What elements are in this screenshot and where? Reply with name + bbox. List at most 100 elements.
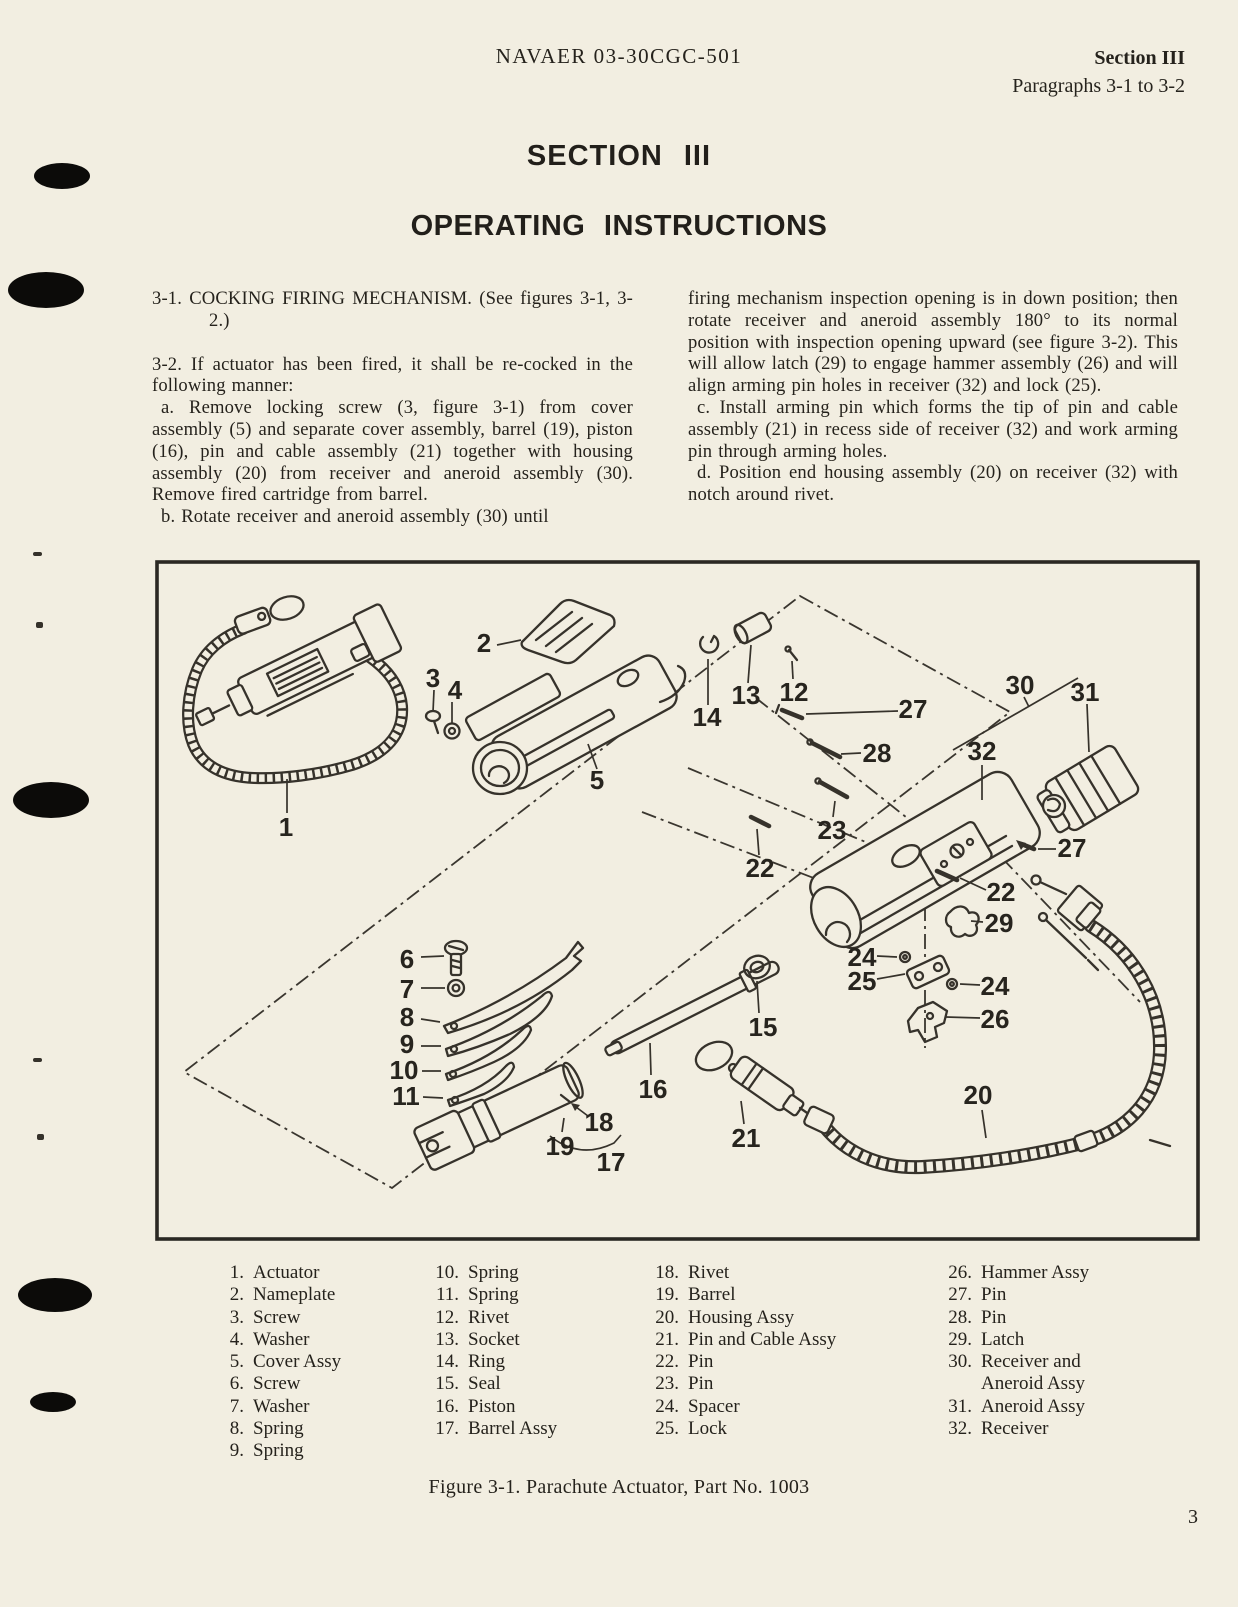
part-number: 13. [435,1328,459,1350]
part-name: Pin [688,1351,714,1373]
callout-14: 14 [693,702,722,732]
callout-20: 20 [964,1080,993,1110]
callout-8: 8 [400,1002,414,1032]
callout-22-right: 22 [987,877,1016,907]
part-number: 6. [229,1373,244,1395]
text-column-right: firing mechanism inspection opening is i… [688,288,1178,506]
parts-list-item: 14.Ring [425,1351,557,1373]
part-name: Screw [253,1306,301,1328]
part-name: Washer [253,1395,310,1417]
scan-speck [37,1134,44,1140]
part-name: Spacer [688,1395,740,1417]
parts-list-item: 1.Actuator [210,1262,341,1284]
pin-22-right-drawing [934,868,960,883]
text-column-left: 3-1. COCKING FIRING MECHANISM. (See figu… [152,288,633,528]
section-title: SECTION III [526,140,712,172]
callout-3: 3 [426,663,440,693]
parts-list-item: 21. Pin and Cable Assy [645,1329,878,1351]
part-name: Aneroid Assy [981,1395,1085,1417]
part-number: 16. [435,1395,459,1417]
housing-assy-drawing [803,874,1172,1175]
part-name: Barrel Assy [468,1418,558,1440]
part-name: Pin [981,1306,1007,1328]
part-name: Rivet [688,1262,730,1283]
parts-list-column-4: 26.Hammer Assy 27.Pin 28.Pin 29.Latch 30… [938,1262,1113,1440]
part-number: 10. [435,1262,459,1283]
callout-17: 17 [597,1147,626,1177]
part-name: Spring [253,1440,304,1462]
callout-leaders [286,639,1090,1139]
parts-list-column-3: 18.Rivet 19.Barrel 20.Housing Assy 21.Pi… [645,1262,878,1440]
figure-frame [155,560,1200,1241]
parts-list-item: 28.Pin [938,1307,1113,1329]
part-name: Ring [468,1351,505,1373]
part-number: 7. [229,1395,244,1417]
spacer-24-right-drawing [945,977,959,991]
part-name: Latch [981,1328,1025,1350]
latch-29-drawing [944,905,980,938]
callout-25: 25 [848,966,877,996]
callout-28: 28 [863,738,892,768]
punch-hole-mark [18,1278,92,1312]
parts-list-item: 30.Receiver and Aneroid Assy [938,1351,1113,1396]
seal-drawing [743,954,771,980]
callout-30: 30 [1006,670,1035,700]
parts-list-item: 19.Barrel [645,1284,878,1306]
part-name: Rivet [468,1306,510,1328]
punch-hole-mark [13,782,89,818]
parts-list-item: 23.Pin [645,1373,878,1395]
arming-cable-tip-drawing [1037,911,1100,972]
part-name: Pin [981,1284,1007,1306]
part-number: 9. [229,1440,244,1462]
page-number: 3 [1188,1506,1198,1528]
part-number: 29. [948,1328,972,1350]
part-name: Piston [468,1395,516,1417]
section-label: Section III [1094,47,1185,69]
actuator-drawing [182,595,409,785]
parts-list-item: 26.Hammer Assy [938,1262,1113,1284]
part-name: Seal [468,1373,501,1395]
washer-4-drawing [443,722,461,740]
parts-list-item: 31. Aneroid Assy [938,1396,1113,1418]
callout-13: 13 [732,680,761,710]
callout-26: 26 [981,1004,1010,1034]
parts-list-item: 10.Spring [425,1262,557,1284]
part-name: Pin and Cable Assy [688,1328,837,1350]
callout-15: 15 [749,1012,778,1042]
part-number: 18. [655,1262,679,1283]
part-number: 25. [655,1418,679,1440]
part-number: 22. [655,1351,679,1373]
step-b-continuation: firing mechanism inspection opening is i… [688,288,1178,397]
part-name: Lock [688,1418,728,1440]
part-name: Barrel [688,1284,736,1306]
parts-list-item: 11.Spring [425,1284,557,1306]
part-name: Washer [253,1328,310,1350]
parts-list-column-1: 1.Actuator 2.Nameplate 3.Screw 4.Washer … [210,1262,341,1463]
part-number: 30. [948,1351,972,1373]
pin-27-drawing [774,703,805,721]
document-number: NAVAER 03-30CGC-501 [495,44,743,68]
callout-32: 32 [968,736,997,766]
part-number: 17. [435,1418,459,1440]
parts-list-item: 16. Piston [425,1396,557,1418]
part-number: 26. [948,1262,972,1283]
callout-22: 22 [746,853,775,883]
part-number: 32. [948,1418,972,1440]
part-number: 1. [229,1262,244,1283]
callout-2: 2 [477,628,491,658]
part-number: 31. [948,1395,972,1417]
part-number: 23. [655,1373,679,1395]
part-number: 21. [655,1328,679,1350]
callout-numbers: 1 2 3 4 5 6 7 8 9 10 11 12 13 14 15 16 1… [279,628,1100,1177]
part-name: Socket [468,1328,520,1350]
callout-4: 4 [448,675,463,705]
callout-19: 19 [546,1131,575,1161]
part-name: Screw [253,1373,301,1395]
parts-list-item: 32.Receiver [938,1418,1113,1440]
callout-7: 7 [400,974,414,1004]
cover-assy-drawing [464,654,687,796]
pin-23-drawing [814,777,850,800]
parts-list-item: 2.Nameplate [210,1284,341,1306]
part-number: 11. [435,1284,459,1306]
part-number: 12. [435,1306,459,1328]
